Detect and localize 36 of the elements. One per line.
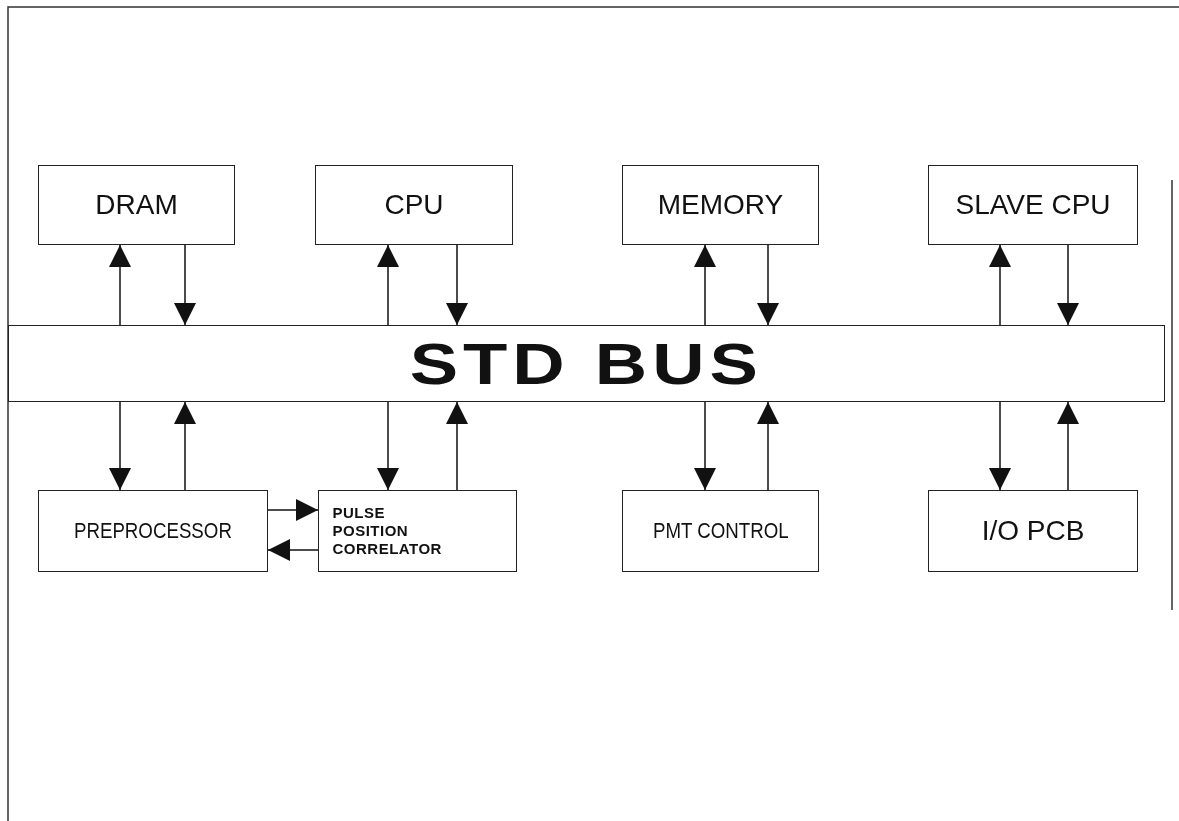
arrow [1057, 401, 1079, 491]
process-box [928, 490, 1138, 572]
arrow [757, 401, 779, 491]
arrow [174, 244, 196, 326]
arrow [109, 401, 131, 491]
memory-box [38, 165, 235, 245]
arrow [267, 499, 319, 521]
arrow [989, 401, 1011, 491]
process-box [622, 490, 819, 572]
arrow [694, 401, 716, 491]
arrow [377, 244, 399, 326]
arrow [109, 244, 131, 326]
arrow [694, 244, 716, 326]
box-label: DRAM [95, 189, 178, 221]
box-label: PULSE POSITION CORRELATOR [332, 504, 443, 558]
box-label: PREPROCESSOR [74, 518, 232, 544]
arrow [174, 401, 196, 491]
arrow [1057, 244, 1079, 326]
processor-box [315, 165, 513, 245]
box-label: MEMORY [657, 189, 784, 221]
bus-label: STD BUS [409, 330, 764, 397]
arrow [446, 244, 468, 326]
box-label: I/O PCB [981, 515, 1085, 547]
processor-box [928, 165, 1138, 245]
bus-bar [8, 325, 1165, 402]
arrow [757, 244, 779, 326]
arrow [989, 244, 1011, 326]
memory-box [622, 165, 819, 245]
process-box [318, 490, 517, 572]
arrow [377, 401, 399, 491]
arrow [446, 401, 468, 491]
box-label: CPU [384, 189, 444, 221]
arrow [267, 539, 319, 561]
process-box [38, 490, 268, 572]
box-label: PMT CONTROL [652, 518, 789, 544]
box-label: SLAVE CPU [955, 189, 1111, 221]
